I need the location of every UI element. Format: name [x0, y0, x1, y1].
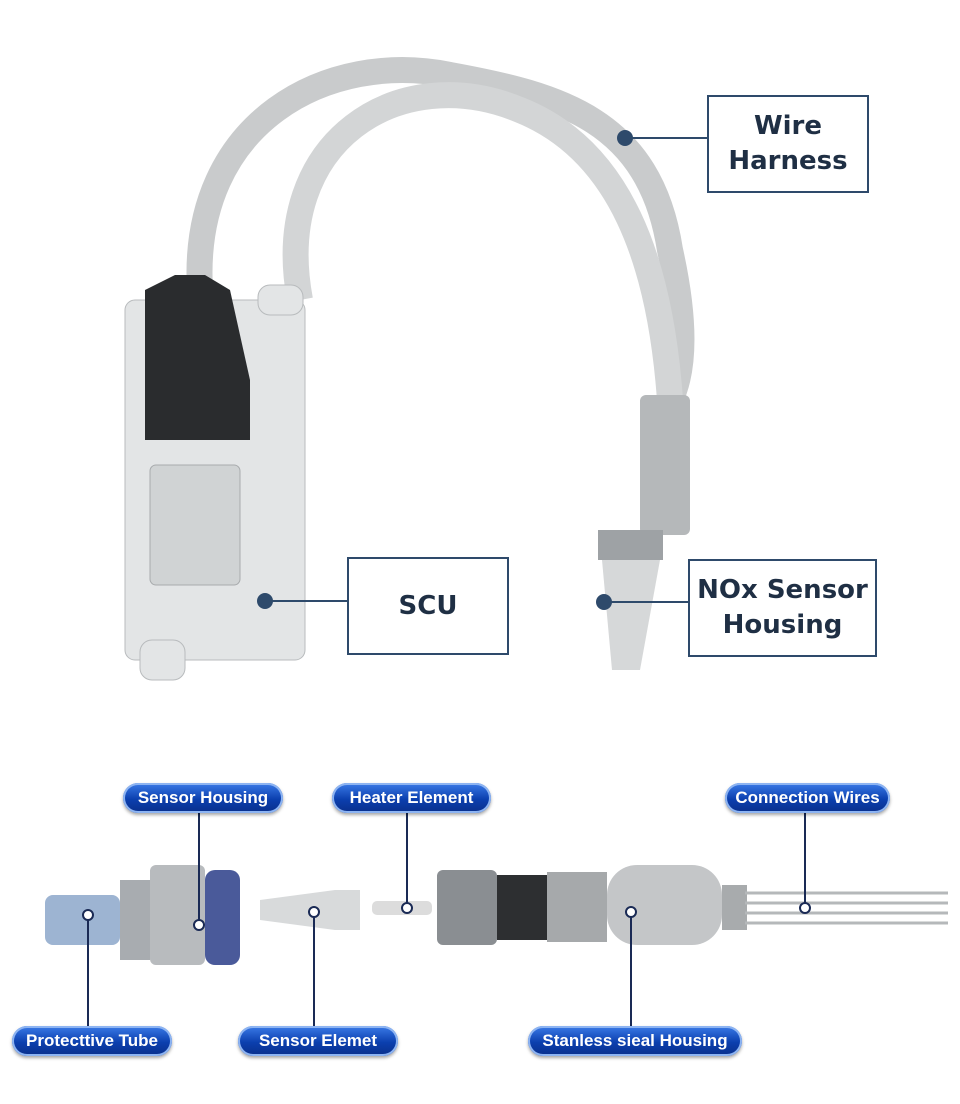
connection-wires-label: Connection Wires — [725, 783, 890, 813]
scu-marker — [257, 593, 273, 609]
sensor-housing-label: Sensor Housing — [123, 783, 283, 813]
protective-tube-label: Protecttive Tube — [12, 1026, 172, 1056]
wire-harness-label: Wire Harness — [707, 95, 869, 193]
scu-label: SCU — [347, 557, 509, 655]
nox-housing-marker — [596, 594, 612, 610]
sensor-element-label: Sensor Elemet — [238, 1026, 398, 1056]
wire-harness-marker — [617, 130, 633, 146]
stainless-steel-housing-label: Stanless sieal Housing — [528, 1026, 742, 1056]
heater-element-label: Heater Element — [332, 783, 491, 813]
nox-sensor-housing-label: NOx Sensor Housing — [688, 559, 877, 657]
